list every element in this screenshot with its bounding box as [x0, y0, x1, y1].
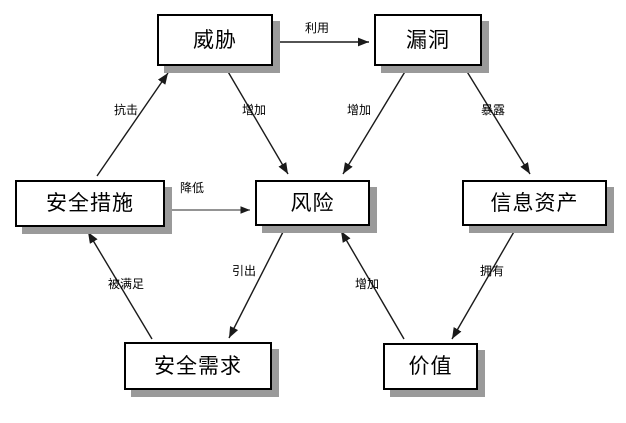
node-threat-label: 威胁 [193, 27, 237, 52]
node-requirement[interactable]: 安全需求 [124, 342, 272, 390]
edge-label-requirement-satisfied-by-safeguard: 被满足 [108, 277, 145, 291]
edge-vulnerability-increases-risk [342, 69, 407, 175]
node-safeguard[interactable]: 安全措施 [15, 180, 165, 227]
edge-label-threat-increases-risk: 增加 [242, 103, 267, 117]
edge-label-threat-exploits-vulnerability: 利用 [305, 21, 330, 35]
node-risk-label: 风险 [290, 190, 335, 215]
edge-threat-increases-risk [226, 69, 289, 175]
node-asset-label: 信息资产 [490, 190, 579, 215]
edge-requirement-satisfied-by-safeguard [87, 231, 153, 340]
node-asset[interactable]: 信息资产 [462, 180, 607, 226]
edge-label-risk-elicits-requirement: 引出 [232, 264, 257, 278]
edge-asset-owns-value [451, 229, 516, 340]
edge-label-safeguard-resists-threat: 抗击 [114, 103, 139, 117]
edge-label-vulnerability-increases-risk: 增加 [347, 103, 372, 117]
edge-label-value-increases-risk: 增加 [355, 277, 380, 291]
edge-risk-elicits-requirement [228, 229, 285, 339]
node-risk[interactable]: 风险 [255, 180, 370, 226]
node-value-label: 价值 [408, 354, 453, 378]
edge-value-increases-risk [340, 230, 405, 340]
node-vulnerability-label: 漏洞 [406, 27, 450, 52]
edge-label-asset-owns-value: 拥有 [480, 264, 505, 278]
edge-safeguard-resists-threat [96, 72, 169, 177]
node-value[interactable]: 价值 [383, 343, 478, 390]
node-threat[interactable]: 威胁 [157, 14, 273, 66]
edge-vulnerability-exposes-asset [465, 69, 531, 175]
node-vulnerability[interactable]: 漏洞 [374, 14, 482, 66]
edge-label-safeguard-reduces-risk: 降低 [180, 181, 205, 195]
node-requirement-label: 安全需求 [154, 353, 242, 378]
edge-label-vulnerability-exposes-asset: 暴露 [481, 103, 506, 117]
node-safeguard-label: 安全措施 [46, 191, 134, 215]
